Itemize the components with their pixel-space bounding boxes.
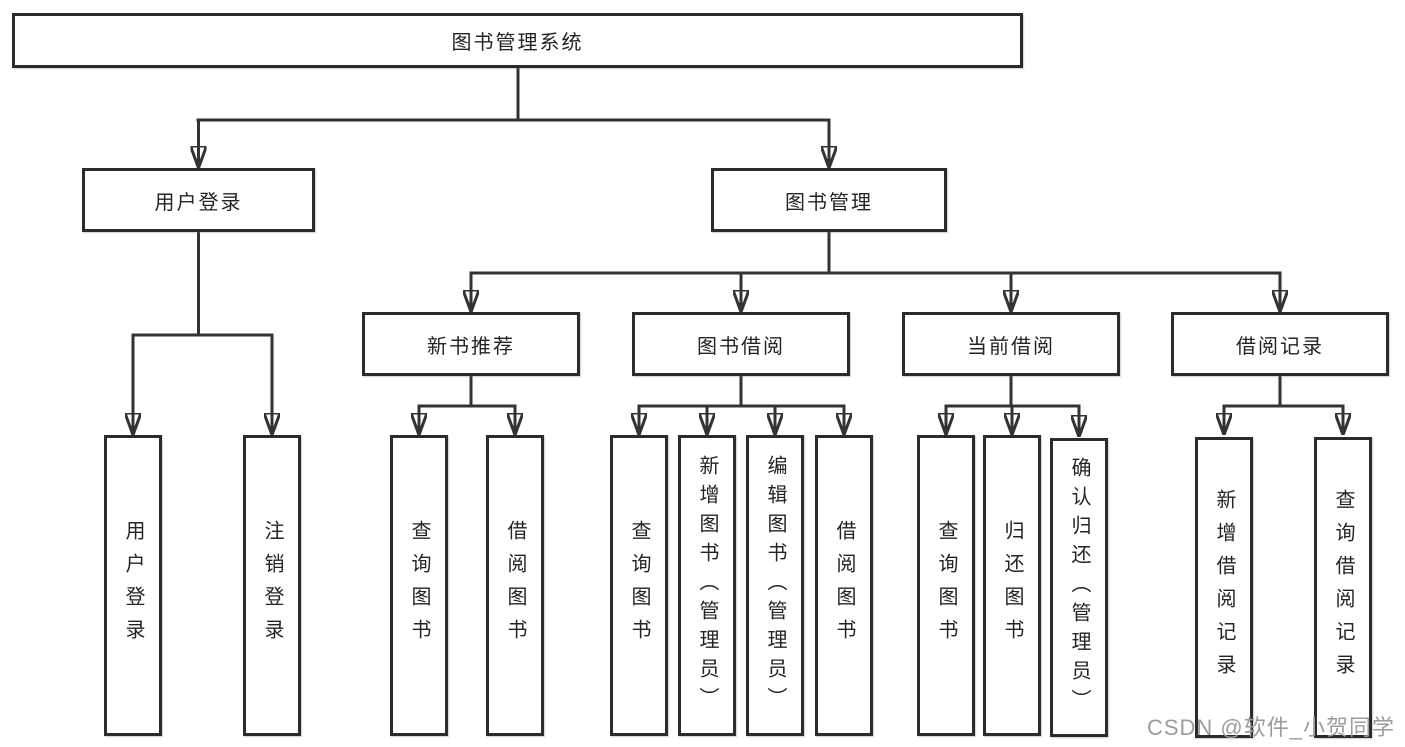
leaf-query-borrow-record: 查询借阅记录 — [1314, 437, 1372, 738]
leaf-return-books: 归还图书 — [983, 435, 1041, 736]
connector-segments — [131, 66, 1345, 408]
node-borrowing-records-label: 借阅记录 — [1236, 335, 1324, 358]
leaf-logout-label: 注销登录 — [261, 519, 283, 652]
node-book-management: 图书管理 — [711, 168, 947, 232]
node-book-management-label: 图书管理 — [785, 191, 873, 214]
leaf-query-books-recommend-label: 查询图书 — [408, 519, 430, 652]
leaf-return-books-label: 归还图书 — [1001, 519, 1023, 652]
leaf-add-book-admin: 新增图书（管理员） — [678, 435, 736, 736]
leaf-query-books-borrowing: 查询图书 — [610, 435, 668, 736]
leaf-user-login: 用户登录 — [104, 435, 162, 736]
leaf-user-login-label: 用户登录 — [122, 519, 144, 652]
leaf-confirm-return-admin: 确认归还（管理员） — [1050, 438, 1108, 737]
node-root: 图书管理系统 — [12, 13, 1023, 68]
node-root-label: 图书管理系统 — [451, 32, 584, 54]
node-borrowing-records: 借阅记录 — [1171, 312, 1389, 376]
leaf-add-borrow-record-label: 新增借阅记录 — [1213, 488, 1235, 687]
node-user-login: 用户登录 — [82, 168, 315, 232]
node-user-login-label: 用户登录 — [154, 191, 243, 214]
leaf-query-books-current: 查询图书 — [917, 435, 975, 736]
leaf-borrow-books-borrowing: 借阅图书 — [815, 435, 873, 736]
leaf-query-books-borrowing-label: 查询图书 — [628, 519, 650, 652]
leaf-add-book-admin-label: 新增图书（管理员） — [696, 455, 718, 716]
leaf-edit-book-admin: 编辑图书（管理员） — [746, 435, 804, 736]
node-new-book-recommendation-label: 新书推荐 — [427, 335, 515, 358]
leaf-query-borrow-record-label: 查询借阅记录 — [1332, 488, 1354, 687]
leaf-confirm-return-admin-label: 确认归还（管理员） — [1068, 457, 1090, 718]
leaf-add-borrow-record: 新增借阅记录 — [1195, 437, 1253, 738]
leaf-edit-book-admin-label: 编辑图书（管理员） — [764, 455, 786, 716]
node-book-borrowing-label: 图书借阅 — [697, 335, 785, 358]
leaf-borrow-books-borrowing-label: 借阅图书 — [833, 519, 855, 652]
leaf-query-books-current-label: 查询图书 — [935, 519, 957, 652]
node-book-borrowing: 图书借阅 — [632, 312, 850, 376]
watermark: CSDN @软件_小贺同学 — [1146, 715, 1395, 740]
leaf-borrow-books-recommend: 借阅图书 — [486, 435, 544, 736]
leaf-borrow-books-recommend-label: 借阅图书 — [504, 519, 526, 652]
node-current-borrowing: 当前借阅 — [902, 312, 1120, 376]
leaf-logout: 注销登录 — [243, 435, 301, 736]
node-new-book-recommendation: 新书推荐 — [362, 312, 580, 376]
node-current-borrowing-label: 当前借阅 — [967, 335, 1055, 358]
leaf-query-books-recommend: 查询图书 — [390, 435, 448, 736]
